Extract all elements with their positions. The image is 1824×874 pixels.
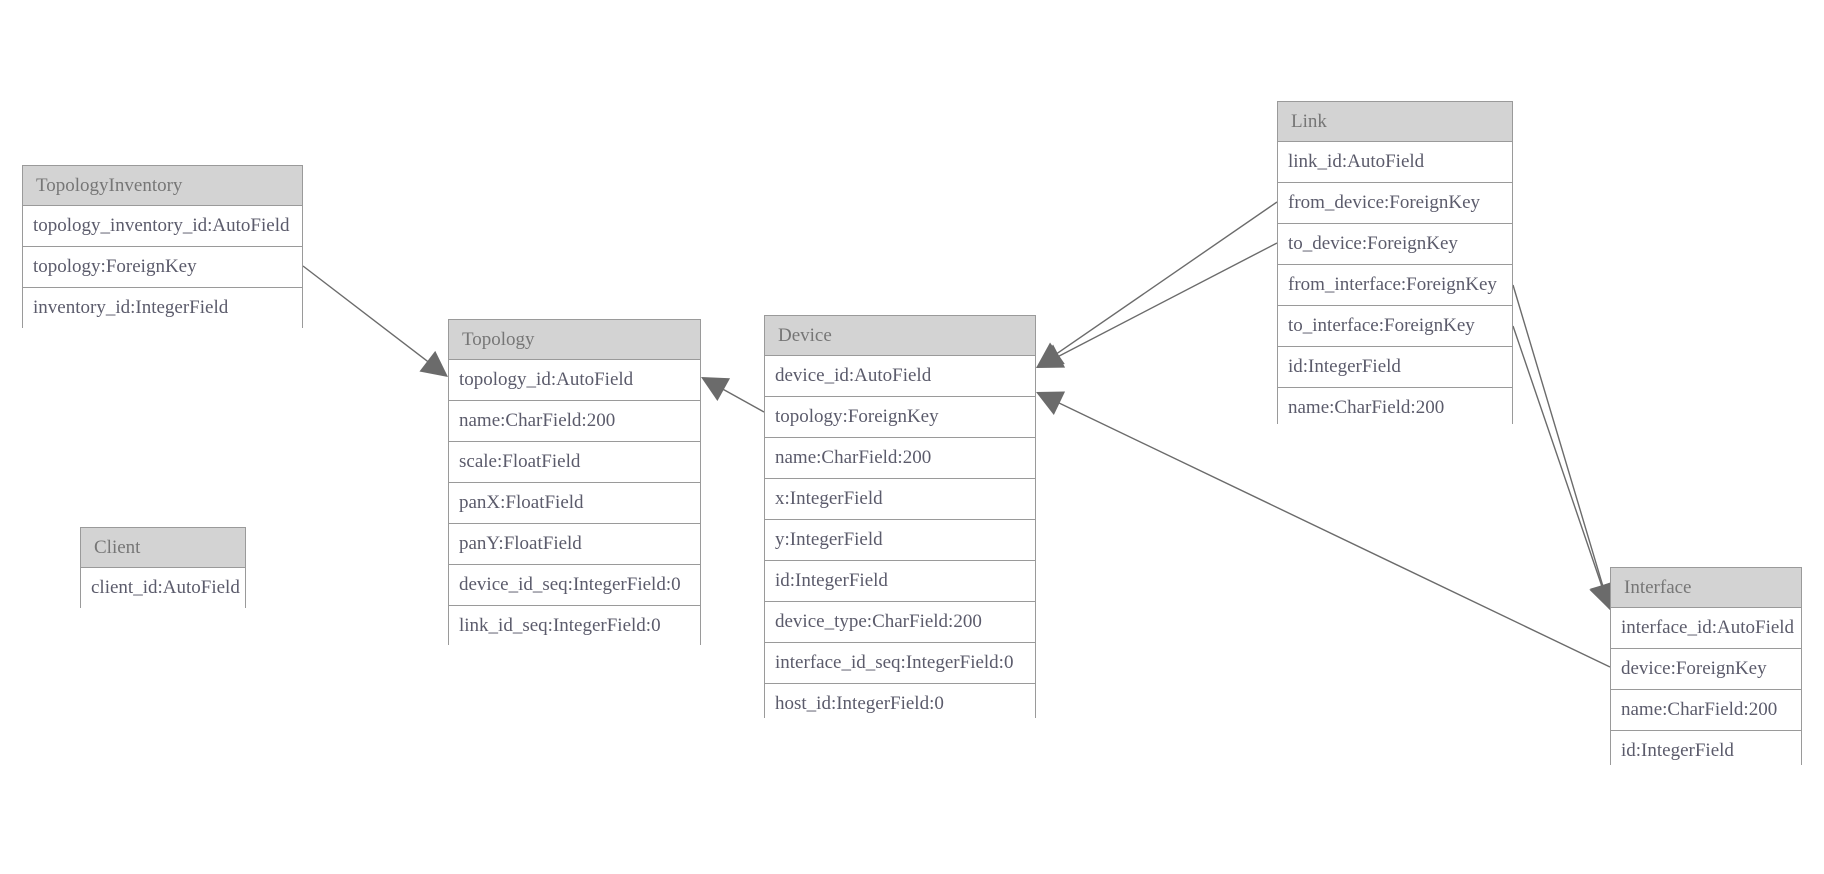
entity-field-link-2: to_device:ForeignKey	[1278, 224, 1512, 265]
relationship-line	[1053, 201, 1278, 357]
entity-field-link-3: from_interface:ForeignKey	[1278, 265, 1512, 306]
entity-title-client: Client	[81, 528, 245, 568]
entity-field-topology-2: scale:FloatField	[449, 442, 700, 483]
entity-field-device-1: topology:ForeignKey	[765, 397, 1035, 438]
entity-title-link: Link	[1278, 102, 1512, 142]
relationship-line	[1512, 325, 1604, 590]
relationship-line	[302, 265, 431, 365]
entity-field-device-5: id:IntegerField	[765, 561, 1035, 602]
entity-field-device-6: device_type:CharField:200	[765, 602, 1035, 643]
entity-field-link-1: from_device:ForeignKey	[1278, 183, 1512, 224]
entity-field-topology-5: device_id_seq:IntegerField:0	[449, 565, 700, 606]
relationship-rel-link-from-interface	[1512, 284, 1616, 610]
entity-field-topology-4: panY:FloatField	[449, 524, 700, 565]
relationship-rel-link-to-interface	[1512, 325, 1614, 610]
relationship-rel-interface-device	[1036, 391, 1611, 668]
relationship-rel-link-to-device	[1036, 242, 1278, 368]
relationship-rel-device-topology	[701, 377, 765, 413]
relationship-rel-link-from-device	[1036, 201, 1278, 368]
entity-field-topology-6: link_id_seq:IntegerField:0	[449, 606, 700, 647]
entity-field-device-2: name:CharField:200	[765, 438, 1035, 479]
arrowhead-icon	[419, 350, 448, 377]
entity-field-link-5: id:IntegerField	[1278, 347, 1512, 388]
entity-field-interface-0: interface_id:AutoField	[1611, 608, 1801, 649]
entity-field-topology_inventory-2: inventory_id:IntegerField	[23, 288, 302, 329]
relationship-line	[1512, 284, 1605, 590]
entity-field-device-7: interface_id_seq:IntegerField:0	[765, 643, 1035, 684]
entity-title-device: Device	[765, 316, 1035, 356]
entity-field-interface-1: device:ForeignKey	[1611, 649, 1801, 690]
entity-field-interface-3: id:IntegerField	[1611, 731, 1801, 772]
entity-field-device-8: host_id:IntegerField:0	[765, 684, 1035, 725]
entity-field-topology-3: panX:FloatField	[449, 483, 700, 524]
entity-field-link-0: link_id:AutoField	[1278, 142, 1512, 183]
entity-title-interface: Interface	[1611, 568, 1801, 608]
entity-field-topology_inventory-0: topology_inventory_id:AutoField	[23, 206, 302, 247]
entity-field-topology_inventory-1: topology:ForeignKey	[23, 247, 302, 288]
entity-field-topology-1: name:CharField:200	[449, 401, 700, 442]
relationship-line	[719, 387, 765, 413]
entity-title-topology: Topology	[449, 320, 700, 360]
arrowhead-icon	[701, 377, 731, 401]
entity-title-topology_inventory: TopologyInventory	[23, 166, 302, 206]
relationship-line	[1055, 400, 1611, 668]
arrowhead-icon	[1036, 344, 1066, 368]
relationship-line	[1055, 242, 1278, 359]
arrowhead-icon	[1036, 342, 1065, 368]
arrowhead-icon	[1036, 391, 1066, 415]
entity-field-topology-0: topology_id:AutoField	[449, 360, 700, 401]
entity-field-device-4: y:IntegerField	[765, 520, 1035, 561]
entity-field-client-0: client_id:AutoField	[81, 568, 245, 609]
entity-field-link-4: to_interface:ForeignKey	[1278, 306, 1512, 347]
entity-field-device-3: x:IntegerField	[765, 479, 1035, 520]
entity-field-interface-2: name:CharField:200	[1611, 690, 1801, 731]
entity-field-link-6: name:CharField:200	[1278, 388, 1512, 429]
relationship-rel-topologyinventory-topology	[302, 265, 448, 377]
entity-field-device-0: device_id:AutoField	[765, 356, 1035, 397]
